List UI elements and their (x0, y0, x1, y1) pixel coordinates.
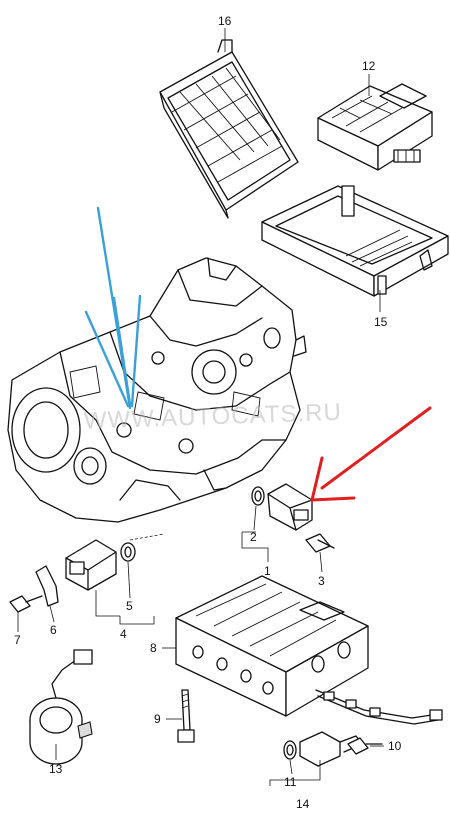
callout-14: 14 (296, 797, 310, 811)
part-7-bolt (9, 595, 43, 613)
callout-labels: 16 12 15 2 1 3 5 6 7 4 8 9 10 13 11 14 (14, 14, 402, 811)
callout-2: 2 (250, 530, 257, 544)
part-2-o-ring (251, 486, 265, 506)
gearbox-housing (7, 257, 307, 523)
callout-10: 10 (388, 739, 402, 753)
part-1-speed-sensor (267, 483, 313, 531)
part-3-bolt (305, 533, 335, 553)
callout-13: 13 (49, 762, 63, 776)
part-13-motor (29, 649, 93, 765)
callout-6: 6 (50, 623, 57, 637)
part-16-grille-cover (159, 39, 299, 219)
red-arrow-annotation (310, 406, 432, 502)
callout-5: 5 (126, 599, 133, 613)
blue-annotation-lines (84, 206, 142, 410)
callout-1: 1 (264, 564, 271, 578)
part-10-bolt (347, 737, 383, 755)
callout-3: 3 (318, 574, 325, 588)
callout-9: 9 (154, 712, 161, 726)
part-8-valve-body (175, 575, 369, 717)
leader-lines (17, 28, 384, 786)
callout-11: 11 (284, 775, 297, 789)
callout-12: 12 (362, 59, 376, 73)
callout-8: 8 (150, 641, 157, 655)
wiring-harness (315, 689, 443, 725)
callout-16: 16 (218, 14, 232, 28)
callout-7: 7 (14, 633, 21, 647)
part-11-o-ring (283, 740, 297, 760)
part-9-long-bolt (177, 689, 195, 743)
callout-4: 4 (120, 627, 127, 641)
part-12-control-unit (317, 83, 433, 171)
part-15-housing-tray (261, 185, 449, 297)
part-5-o-ring (120, 542, 136, 562)
part-6-bracket (35, 565, 59, 607)
part-4-sensor (65, 539, 117, 591)
callout-15: 15 (374, 315, 388, 329)
